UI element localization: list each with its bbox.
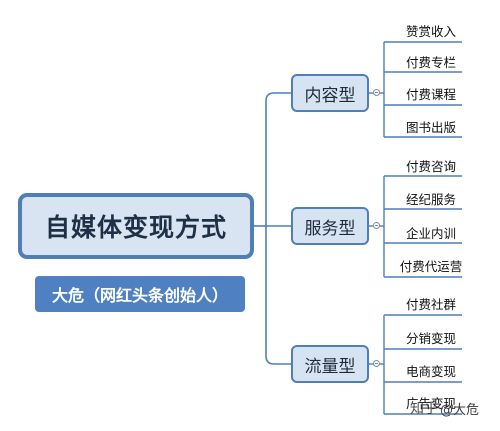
branch-node-content[interactable]: 内容型 — [291, 74, 369, 112]
author-label: 大危（网红头条创始人） — [35, 276, 245, 312]
branch-node-label: 流量型 — [304, 356, 356, 377]
leaf-node[interactable]: 电商变现 — [405, 364, 456, 379]
collapse-toggle-service[interactable] — [373, 222, 380, 229]
collapse-toggle-content[interactable] — [373, 89, 380, 96]
leaf-node[interactable]: 经纪服务 — [405, 192, 456, 207]
leaf-node[interactable]: 图书出版 — [405, 120, 456, 135]
leaf-node[interactable]: 付费专栏 — [405, 55, 456, 70]
root-node[interactable]: 自媒体变现方式 — [18, 193, 254, 259]
branch-node-label: 服务型 — [304, 218, 356, 239]
author-label-text: 大危（网红头条创始人） — [51, 286, 228, 305]
leaf-node[interactable]: 付费社群 — [405, 297, 456, 312]
watermark: 知乎 @大危 — [410, 398, 479, 418]
leaf-node[interactable]: 分销变现 — [405, 331, 456, 346]
branch-node-service[interactable]: 服务型 — [291, 207, 369, 245]
leaf-node[interactable]: 付费课程 — [405, 87, 456, 102]
branch-node-traffic[interactable]: 流量型 — [291, 345, 369, 383]
watermark-brand: 知乎 — [410, 401, 438, 417]
leaf-node[interactable]: 付费咨询 — [405, 159, 456, 174]
branch-node-label: 内容型 — [304, 85, 356, 106]
leaf-node[interactable]: 付费代运营 — [399, 259, 463, 274]
collapse-toggle-traffic[interactable] — [373, 360, 380, 367]
connector-root-to-content — [265, 92, 291, 226]
leaf-node[interactable]: 企业内训 — [405, 226, 456, 241]
leaf-node[interactable]: 赞赏收入 — [405, 24, 456, 39]
leaf-node[interactable]: 广告变现 — [405, 396, 456, 411]
connector-root-to-traffic — [265, 226, 291, 365]
root-node-label: 自媒体变现方式 — [44, 213, 227, 242]
watermark-handle: @大危 — [440, 402, 480, 418]
